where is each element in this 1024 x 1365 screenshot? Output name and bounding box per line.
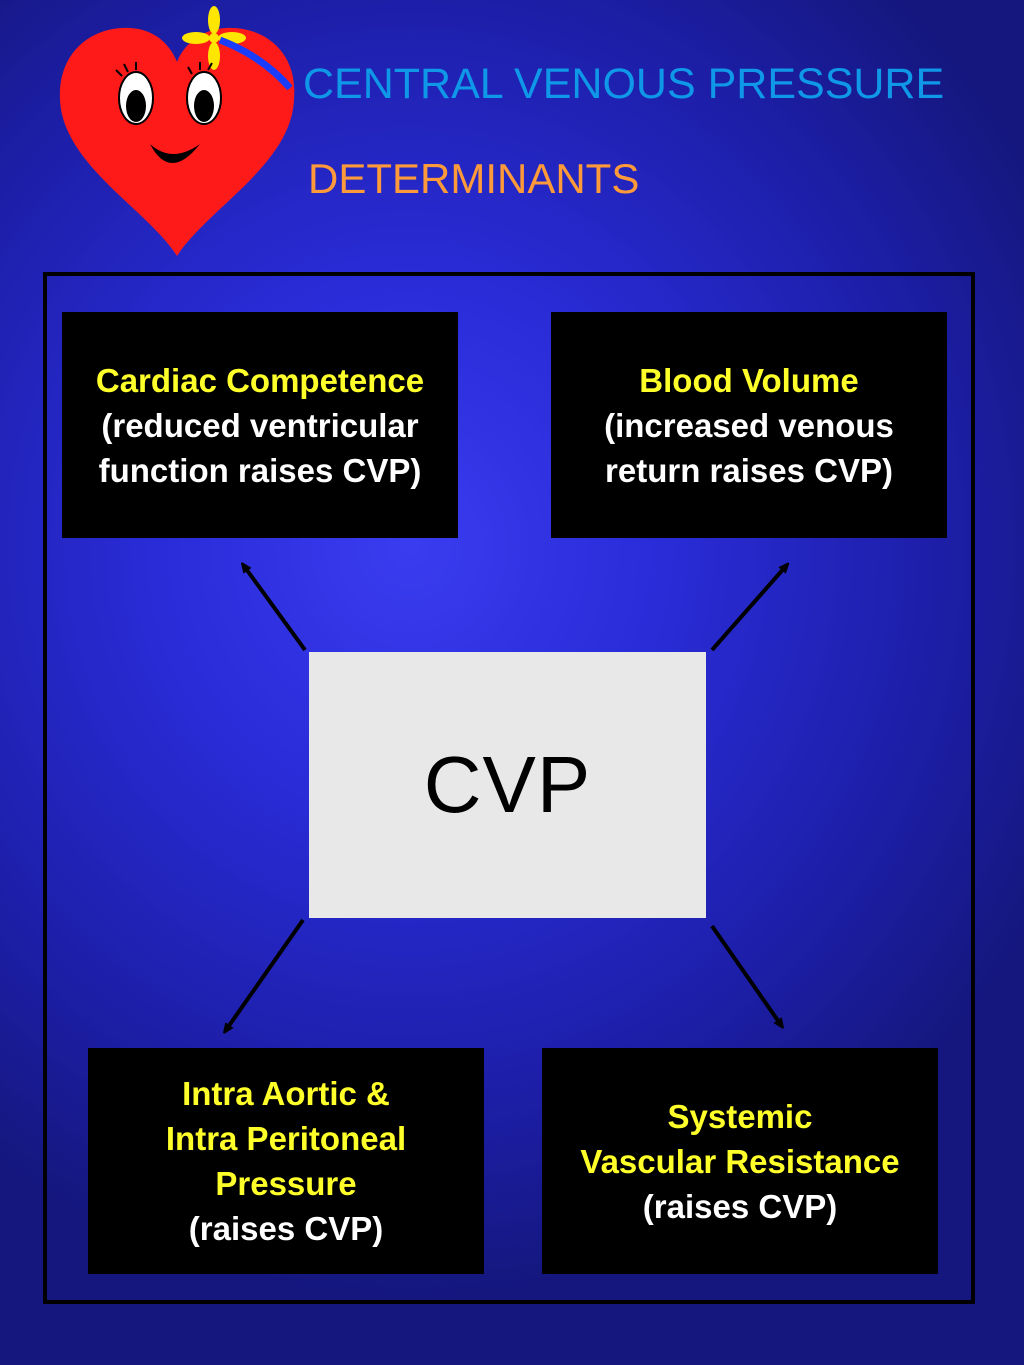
cvp-center-box: CVP (309, 652, 706, 918)
box-heading: Intra Aortic & (182, 1075, 390, 1112)
box-cardiac-competence: Cardiac Competence (reduced ventricular … (62, 312, 458, 538)
box-text-line: (raises CVP) (642, 1187, 838, 1225)
box-text-line: (increased venous (604, 406, 894, 444)
cvp-label: CVP (423, 740, 592, 829)
box-heading: Intra Peritoneal (165, 1120, 407, 1157)
box-heading: Cardiac Competence (95, 361, 425, 399)
box-systemic-vascular-resistance: Systemic Vascular Resistance (raises CVP… (542, 1048, 938, 1274)
page-title: CENTRAL VENOUS PRESSURE (303, 60, 945, 108)
box-heading: Systemic (667, 1097, 813, 1135)
box-text-line: (reduced ventricular (101, 406, 419, 444)
box-text-line: return raises CVP) (605, 451, 893, 489)
page-subtitle: DETERMINANTS (308, 155, 640, 202)
box-intra-aortic-peritoneal: Intra Aortic & Intra Peritoneal Pressure… (88, 1048, 484, 1274)
diagram-frame (43, 272, 975, 1304)
box-heading: Vascular Resistance (580, 1142, 900, 1180)
box-heading: Pressure (215, 1165, 357, 1202)
box-heading: Blood Volume (639, 361, 859, 399)
box-blood-volume: Blood Volume (increased venous return ra… (551, 312, 947, 538)
heart-mascot-icon (59, 6, 295, 256)
box-text-line: function raises CVP) (98, 451, 422, 489)
box-text-line: (raises CVP) (188, 1210, 384, 1247)
